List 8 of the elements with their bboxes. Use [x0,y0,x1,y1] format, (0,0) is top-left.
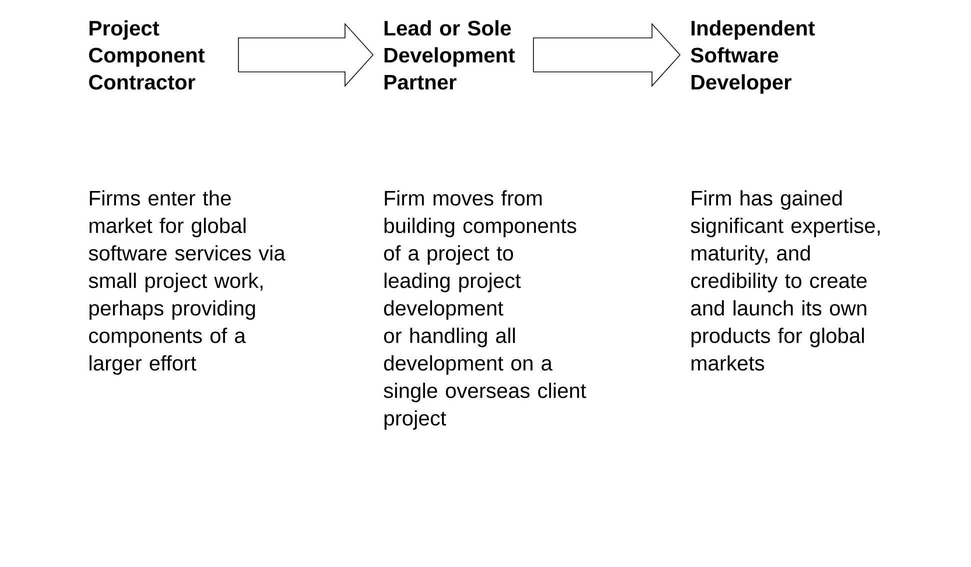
stage-description: Firms enter the market for global software services via small project work, perhaps providing components of a larger effort [88,190,286,375]
stage-description: Firm has gained significant expertise, maturity, and credibility to create and launch its own products for global markets [690,190,880,371]
stage-heading: Independent Software Developer [690,20,815,94]
stage-heading: Project Component Contractor [89,20,205,90]
stage-description: Firm moves from building components of a project to leading project development or handling all development on a single overseas client project [384,190,586,430]
block-arrow [238,22,374,87]
stage-heading: Lead or Sole Development Partner [384,20,515,90]
block-arrow [533,22,681,87]
